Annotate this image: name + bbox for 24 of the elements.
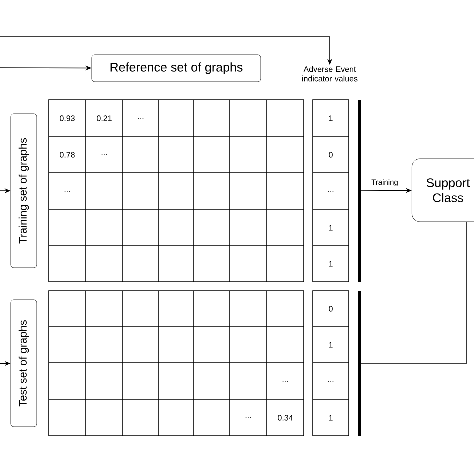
separator-bar	[358, 100, 361, 282]
cell-value: ...	[102, 154, 108, 156]
indicator-heading: Adverse Event indicator values	[302, 66, 358, 82]
training-set-box: Training set of graphs	[10, 114, 38, 268]
cell-value: 0.93	[60, 116, 75, 122]
test-set-box: Test set of graphs	[10, 300, 38, 428]
separator-bar	[358, 291, 361, 436]
reference-box: Reference set of graphs	[92, 54, 262, 82]
cell-value: 1	[329, 415, 333, 421]
cell-value: ...	[328, 381, 334, 382]
cell-value: 0	[329, 152, 333, 158]
cell-value: ...	[138, 118, 144, 119]
cell-value: 1	[329, 261, 333, 267]
cell-value: 1	[329, 116, 333, 122]
cell-value: 1	[329, 342, 333, 348]
cell-value: 0.34	[278, 415, 294, 421]
cell-value: ...	[328, 191, 334, 192]
cell-value: 1	[329, 225, 333, 231]
cell-value: 0	[329, 306, 333, 312]
cell-value: ...	[64, 191, 70, 192]
classifier-box: Support Class	[412, 158, 474, 222]
cell-value: 0.78	[60, 152, 75, 158]
cell-value: ...	[282, 381, 288, 382]
cell-value: 0.21	[97, 116, 112, 122]
